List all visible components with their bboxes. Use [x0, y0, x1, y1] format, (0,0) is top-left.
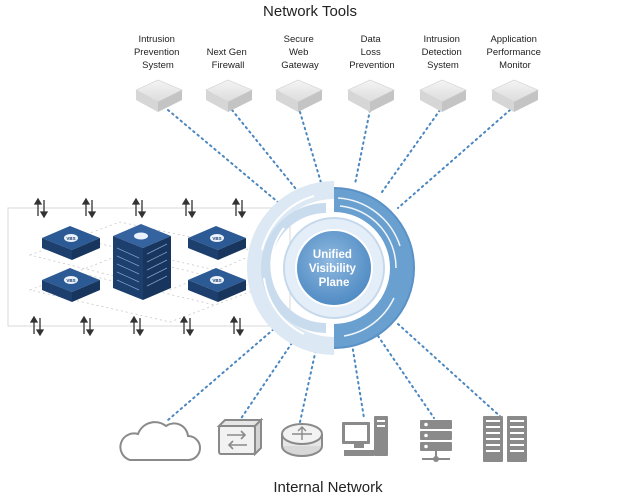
tool-boxes — [135, 79, 539, 112]
arrow-pair-bottom-1 — [29, 315, 45, 337]
traffic-arrows-top — [33, 197, 247, 219]
tool-label-6: Application Performance Monitor — [486, 34, 543, 71]
connector-tool-6 — [397, 109, 511, 209]
tool-box-6 — [491, 79, 539, 112]
hub-ring-left-outer — [247, 181, 335, 355]
vbs-badge-1: VBS — [66, 236, 75, 241]
arrow-pair-bottom-4 — [179, 315, 195, 337]
connector-net-4 — [351, 343, 365, 419]
switch-icon — [216, 417, 264, 457]
hub-ring-right — [334, 188, 414, 348]
connector-net-5 — [377, 335, 435, 419]
network-connectors — [167, 321, 503, 423]
arrow-pair-top-3 — [131, 197, 147, 219]
vbs-panel: VBS VBS VBS VBS — [7, 197, 291, 337]
arrow-pair-bottom-3 — [129, 315, 145, 337]
title-internal-network: Internal Network — [273, 479, 383, 496]
arrow-pair-top-4 — [181, 197, 197, 219]
tool-label-3: Secure Web Gateway — [281, 34, 319, 71]
hub-label: Unified Visibility Plane — [309, 249, 359, 289]
title-network-tools: Network Tools — [263, 3, 357, 20]
vbs-badge-2: VBS — [66, 278, 75, 283]
tool-label-4: Data Loss Prevention — [349, 34, 394, 71]
connector-tool-1 — [167, 109, 286, 209]
connector-net-6 — [397, 323, 503, 419]
workstation-icon — [342, 416, 388, 456]
tool-box-5 — [419, 79, 467, 112]
server-rack-icon — [483, 416, 527, 462]
arrow-pair-top-1 — [33, 197, 49, 219]
vbs-node-3: VBS — [188, 226, 246, 260]
connector-tool-2 — [231, 109, 301, 195]
hub-core — [295, 229, 373, 307]
tool-box-3 — [275, 79, 323, 112]
arrow-pair-top-2 — [81, 197, 97, 219]
tool-labels: Intrusion Prevention System Next Gen Fir… — [134, 34, 543, 71]
tool-box-4 — [347, 79, 395, 112]
router-icon — [281, 423, 323, 457]
tool-connectors — [167, 109, 511, 209]
connector-tool-4 — [354, 109, 371, 185]
connector-tool-3 — [299, 111, 323, 187]
vbs-badge-3: VBS — [212, 236, 221, 241]
unified-visibility-hub: Unified Visibility Plane — [247, 181, 415, 355]
traffic-arrows-bottom — [29, 315, 245, 337]
vbs-node-1: VBS — [42, 226, 100, 260]
tool-label-2: Next Gen Firewall — [207, 47, 250, 71]
server-icon — [420, 420, 452, 462]
connector-net-2 — [239, 333, 299, 421]
vbs-node-2: VBS — [42, 268, 100, 302]
connector-tool-5 — [381, 109, 441, 193]
vbs-node-4: VBS — [188, 268, 246, 302]
vbs-chassis — [113, 224, 171, 300]
tool-label-1: Intrusion Prevention System — [134, 34, 182, 71]
connector-net-1 — [167, 321, 283, 421]
cloud-icon — [119, 421, 201, 461]
hub-ring-left-mid — [261, 203, 327, 333]
network-devices — [119, 416, 527, 462]
vbs-badge-4: VBS — [212, 278, 221, 283]
arrow-pair-bottom-5 — [229, 315, 245, 337]
arrow-pair-top-5 — [231, 197, 247, 219]
tool-label-5: Intrusion Detection System — [422, 34, 465, 71]
arrow-pair-bottom-2 — [79, 315, 95, 337]
tool-box-1 — [135, 79, 183, 112]
tool-box-2 — [205, 79, 253, 112]
